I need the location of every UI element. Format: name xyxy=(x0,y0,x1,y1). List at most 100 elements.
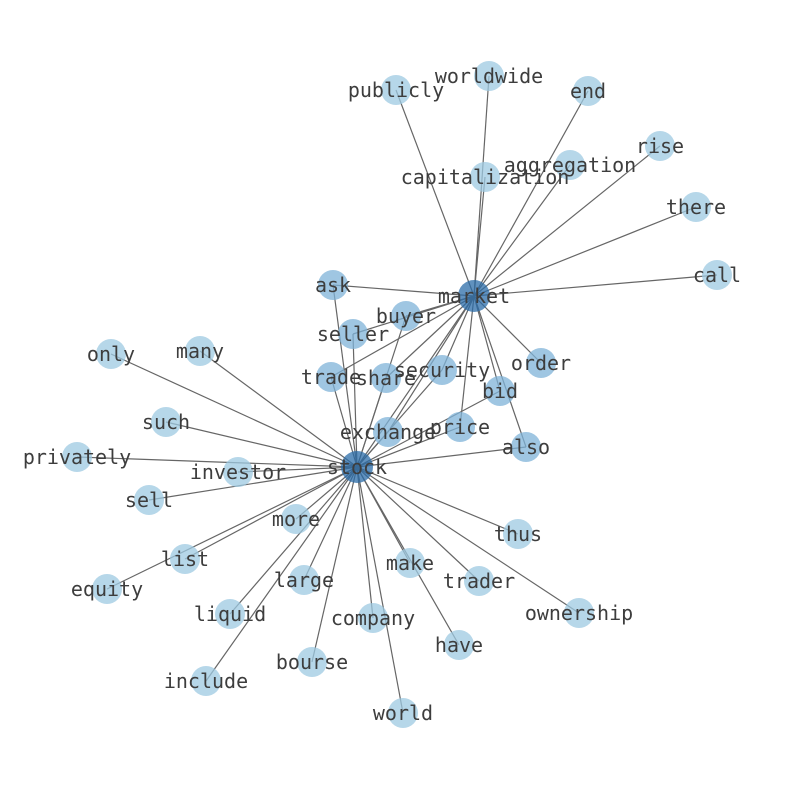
node-label-world: world xyxy=(373,701,433,725)
node-label-stock: stock xyxy=(327,455,387,479)
node-bourse xyxy=(297,647,327,677)
node-call xyxy=(702,260,732,290)
node-market xyxy=(458,280,490,312)
node-also xyxy=(511,432,541,462)
edge-market-price xyxy=(459,295,475,428)
node-label-order: order xyxy=(511,351,571,375)
node-label-share: share xyxy=(356,366,416,390)
node-world xyxy=(388,698,418,728)
edge-market-aggregation xyxy=(473,164,571,297)
edge-stock-large xyxy=(303,466,358,581)
edge-market-publicly xyxy=(395,89,475,297)
node-worldwide xyxy=(474,61,504,91)
edge-stock-thus xyxy=(356,466,519,535)
node-capitalization xyxy=(470,162,500,192)
node-equity xyxy=(92,574,122,604)
node-layer xyxy=(62,61,732,728)
edge-market-ask xyxy=(332,284,475,297)
node-only xyxy=(96,339,126,369)
node-label-trader: trader xyxy=(443,569,515,593)
node-label-exchange: exchange xyxy=(340,420,436,444)
edge-stock-list xyxy=(184,466,358,560)
node-security xyxy=(427,355,457,385)
node-have xyxy=(444,630,474,660)
edge-stock-equity xyxy=(106,466,358,590)
edge-stock-trader xyxy=(356,466,480,582)
node-label-market: market xyxy=(438,284,510,308)
node-label-ownership: ownership xyxy=(525,601,633,625)
node-label-capitalization: capitalization xyxy=(401,165,570,189)
node-label-bourse: bourse xyxy=(276,650,348,674)
node-order xyxy=(526,348,556,378)
node-label-also: also xyxy=(502,435,550,459)
node-privately xyxy=(62,442,92,472)
edge-market-also xyxy=(473,295,527,448)
node-label-many: many xyxy=(176,339,224,363)
edge-market-share xyxy=(385,295,475,379)
node-label-there: there xyxy=(666,195,726,219)
node-trade xyxy=(316,362,346,392)
node-label-investor: investor xyxy=(190,460,286,484)
edge-stock-price xyxy=(356,426,461,468)
node-many xyxy=(185,336,215,366)
node-label-buyer: buyer xyxy=(376,304,436,328)
node-end xyxy=(573,76,603,106)
node-buyer xyxy=(391,301,421,331)
node-trader xyxy=(464,566,494,596)
edge-stock-include xyxy=(205,466,358,682)
node-label-thus: thus xyxy=(494,522,542,546)
node-make xyxy=(395,548,425,578)
edge-market-capitalization xyxy=(473,176,486,297)
node-such xyxy=(151,407,181,437)
node-label-only: only xyxy=(87,342,135,366)
node-ask xyxy=(318,270,348,300)
node-label-company: company xyxy=(331,606,415,630)
node-label-include: include xyxy=(164,669,248,693)
node-label-make: make xyxy=(386,551,434,575)
node-liquid xyxy=(215,599,245,629)
node-include xyxy=(191,666,221,696)
edge-stock-seller xyxy=(352,333,358,468)
label-layer: stockmarketaskbuyersellertradesharesecur… xyxy=(23,64,741,725)
edge-stock-many xyxy=(199,350,358,468)
node-label-list: list xyxy=(161,547,209,571)
edge-stock-investor xyxy=(237,466,358,473)
node-seller xyxy=(338,319,368,349)
node-there xyxy=(681,192,711,222)
node-investor xyxy=(223,457,253,487)
edge-stock-also xyxy=(356,446,527,468)
node-label-bid: bid xyxy=(482,379,518,403)
edge-market-trade xyxy=(330,295,475,378)
edge-stock-ownership xyxy=(356,466,580,614)
node-label-worldwide: worldwide xyxy=(435,64,543,88)
node-company xyxy=(358,603,388,633)
edge-stock-only xyxy=(110,353,358,468)
node-label-more: more xyxy=(272,507,320,531)
node-more xyxy=(281,504,311,534)
edge-market-bid xyxy=(473,295,501,392)
node-label-sell: sell xyxy=(125,488,173,512)
node-sell xyxy=(134,485,164,515)
edge-stock-bid xyxy=(356,390,501,468)
edge-market-call xyxy=(473,274,718,297)
node-share xyxy=(371,363,401,393)
edge-stock-privately xyxy=(76,456,358,468)
node-label-such: such xyxy=(142,410,190,434)
node-stock xyxy=(341,451,373,483)
node-bid xyxy=(485,376,515,406)
node-label-call: call xyxy=(693,263,741,287)
node-label-have: have xyxy=(435,633,483,657)
edge-stock-liquid xyxy=(229,466,358,615)
node-price xyxy=(445,412,475,442)
edge-stock-bourse xyxy=(311,466,358,663)
edge-market-rise xyxy=(473,145,661,297)
node-publicly xyxy=(381,75,411,105)
node-label-trade: trade xyxy=(301,365,361,389)
node-label-privately: privately xyxy=(23,445,131,469)
node-rise xyxy=(645,131,675,161)
node-label-liquid: liquid xyxy=(194,602,266,626)
node-label-aggregation: aggregation xyxy=(504,153,636,177)
node-label-security: security xyxy=(394,358,490,382)
node-label-ask: ask xyxy=(315,273,351,297)
